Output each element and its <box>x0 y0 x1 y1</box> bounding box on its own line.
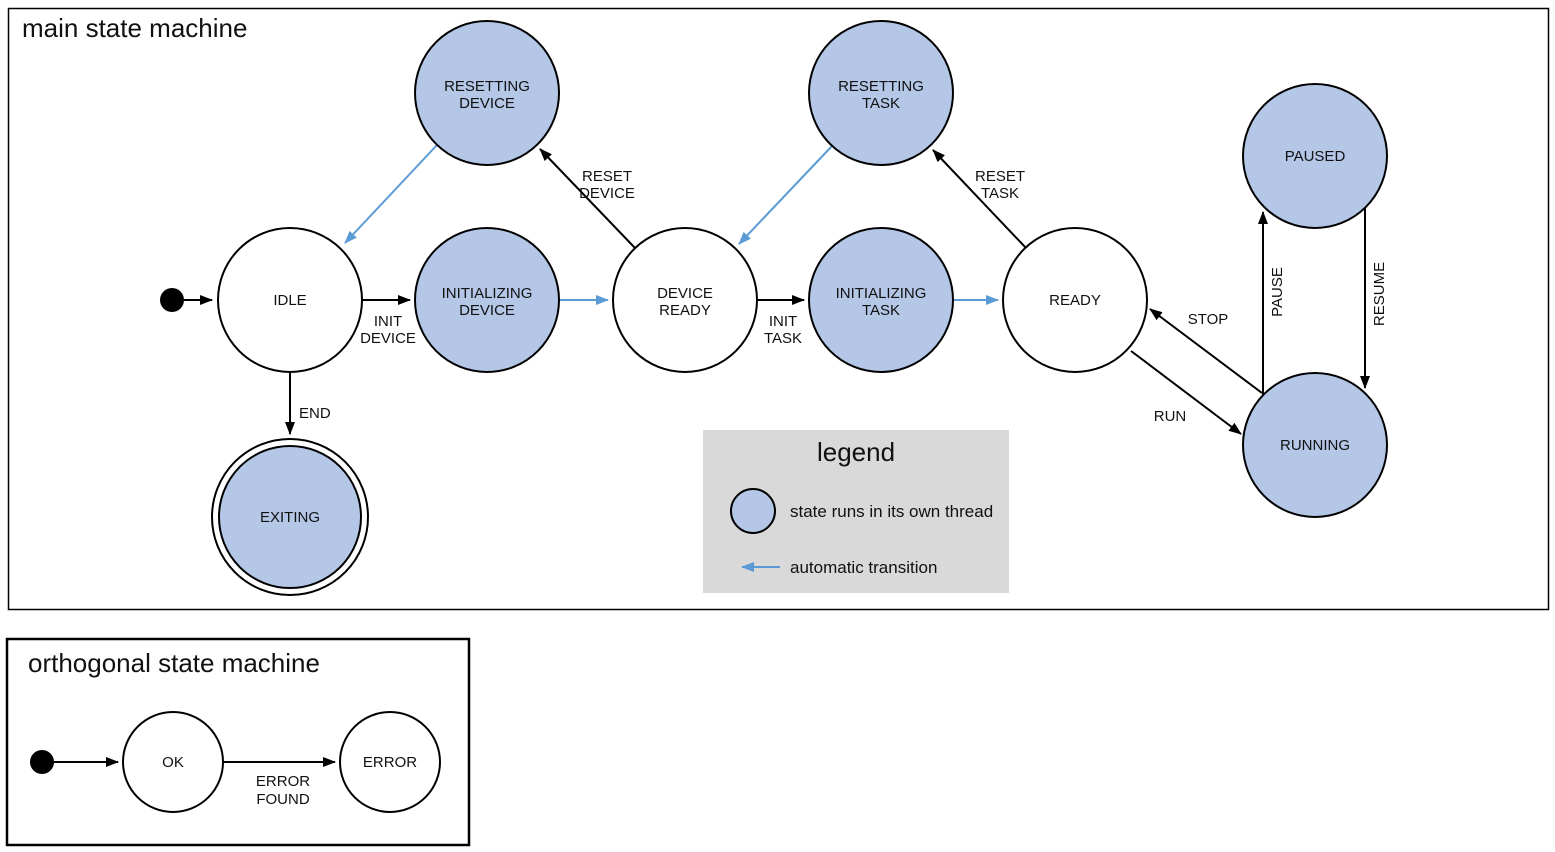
state-ready-label: READY <box>1049 292 1101 309</box>
state-initializing-device-label-line2: DEVICE <box>459 302 515 319</box>
initial-state-dot-main <box>160 288 184 312</box>
transition-end-label: END <box>299 405 331 422</box>
state-resetting-task-circle <box>808 20 954 166</box>
transition-reset-device-line <box>539 148 636 249</box>
orthogonal-state-machine-box <box>5 637 471 847</box>
state-resetting-task-label-line1: RESETTING <box>838 78 924 95</box>
transition-init-task-label-line1: INIT <box>769 313 797 330</box>
transition-error-found-label-line2: FOUND <box>256 791 309 808</box>
state-resetting-device-label-line1: RESETTING <box>444 78 530 95</box>
main-state-machine-box <box>7 7 1550 611</box>
auto-transition-resetdevice-idle-line <box>344 144 438 244</box>
state-initializing-task-label-line2: TASK <box>862 302 900 319</box>
transition-init-device-label-line1: INIT <box>374 313 402 330</box>
transition-run-label: RUN <box>1154 408 1187 425</box>
state-idle-label: IDLE <box>273 292 306 309</box>
auto-transition-resettask-deviceready-line <box>738 145 833 245</box>
state-paused-label: PAUSED <box>1285 148 1346 165</box>
state-device-ready-label-line1: DEVICE <box>657 285 713 302</box>
transition-init-device-label-line2: DEVICE <box>360 330 416 347</box>
orthogonal-title: orthogonal state machine <box>28 648 320 678</box>
transition-resume-label: RESUME <box>1371 262 1388 326</box>
transition-stop-line <box>1149 308 1263 394</box>
initial-state-dot-orthogonal <box>30 750 54 774</box>
transition-init-task-label-line2: TASK <box>764 330 802 347</box>
transition-reset-task-line <box>932 149 1027 249</box>
transition-pause-label: PAUSE <box>1269 267 1286 317</box>
transition-stop-label: STOP <box>1188 311 1229 328</box>
state-initializing-device-circle <box>414 227 560 373</box>
state-device-ready-label-line2: READY <box>659 302 711 319</box>
legend-title: legend <box>817 437 895 467</box>
state-initializing-device-label-line1: INITIALIZING <box>442 285 533 302</box>
state-idle-circle <box>217 227 363 373</box>
legend-threaded-state-sample-circle <box>730 488 776 534</box>
transition-reset-device-label-line1: RESET <box>582 168 632 185</box>
transition-reset-device-label-line2: DEVICE <box>579 185 635 202</box>
state-paused-circle <box>1242 83 1388 229</box>
transition-run-line <box>1130 350 1242 435</box>
state-running-circle <box>1242 372 1388 518</box>
state-exiting-label: EXITING <box>260 509 320 526</box>
state-device-ready-circle <box>612 227 758 373</box>
state-ok-label: OK <box>162 754 184 771</box>
state-resetting-task-label-line2: TASK <box>862 95 900 112</box>
state-error-label: ERROR <box>363 754 417 771</box>
state-running-label: RUNNING <box>1280 437 1350 454</box>
transition-reset-task-label-line1: RESET <box>975 168 1025 185</box>
state-ok-circle <box>122 711 224 813</box>
state-exiting-circle <box>218 445 362 589</box>
state-ready-circle <box>1002 227 1148 373</box>
legend-threaded-state-label: state runs in its own thread <box>790 502 993 521</box>
state-resetting-device-circle <box>414 20 560 166</box>
transition-reset-task-label-line2: TASK <box>981 185 1019 202</box>
transition-error-found-label-line1: ERROR <box>256 773 310 790</box>
state-initializing-task-circle <box>808 227 954 373</box>
main-title: main state machine <box>22 13 247 43</box>
legend-automatic-transition-label: automatic transition <box>790 558 937 577</box>
state-initializing-task-label-line1: INITIALIZING <box>836 285 927 302</box>
state-error-circle <box>339 711 441 813</box>
state-resetting-device-label-line2: DEVICE <box>459 95 515 112</box>
